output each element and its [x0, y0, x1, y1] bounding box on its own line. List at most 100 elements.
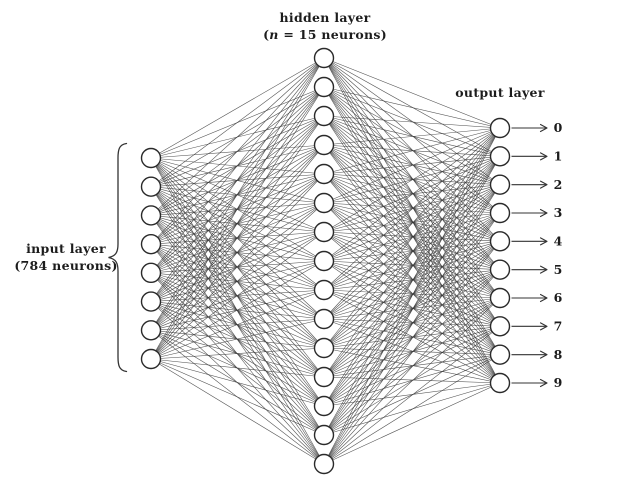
- output-digit-label: 4: [554, 234, 563, 249]
- edge-hidden-output: [323, 382, 501, 465]
- edge-input-hidden: [150, 202, 325, 360]
- edge-hidden-output: [323, 127, 501, 233]
- edge-hidden-output: [323, 289, 501, 299]
- edge-hidden-output: [323, 354, 501, 378]
- edge-hidden-output: [323, 127, 501, 436]
- edge-hidden-output: [323, 382, 501, 407]
- output-arrow-head: [539, 237, 548, 246]
- edge-hidden-output: [323, 115, 501, 129]
- edge-input-hidden: [150, 231, 325, 360]
- edge-hidden-output: [323, 289, 501, 384]
- edge-hidden-output: [323, 318, 501, 327]
- edge-hidden-output: [323, 156, 501, 465]
- edge-hidden-output: [323, 173, 501, 242]
- edge-hidden-output: [323, 173, 501, 214]
- hidden-neuron: [313, 279, 335, 301]
- edge-hidden-output: [323, 202, 501, 299]
- edge-input-hidden: [150, 115, 325, 360]
- input-neuron: [140, 147, 162, 169]
- edge-input-hidden: [150, 144, 325, 360]
- output-neuron: [489, 202, 511, 224]
- output-neuron: [489, 117, 511, 139]
- edge-hidden-output: [323, 347, 501, 384]
- hidden-neuron: [313, 163, 335, 185]
- input-neuron: [140, 262, 162, 284]
- hidden-neuron: [313, 366, 335, 388]
- edge-hidden-output: [323, 289, 501, 327]
- edge-hidden-output: [323, 144, 501, 185]
- output-digit-label: 6: [554, 290, 563, 305]
- output-digit-label: 3: [554, 205, 563, 220]
- edge-input-hidden: [150, 173, 325, 360]
- edge-hidden-output: [323, 127, 501, 465]
- output-arrow-head: [539, 293, 548, 303]
- output-arrow-head: [539, 123, 548, 133]
- input-neuron: [140, 205, 162, 226]
- edge-input-hidden: [150, 347, 325, 360]
- edge-hidden-output: [323, 347, 501, 355]
- edge-hidden-output: [323, 127, 501, 204]
- edge-hidden-output: [323, 127, 501, 175]
- hidden-neuron: [313, 105, 335, 127]
- edge-hidden-output: [323, 173, 501, 299]
- edge-hidden-output: [323, 231, 501, 270]
- output-arrow-head: [539, 322, 548, 331]
- output-neuron: [489, 146, 511, 167]
- output-digit-label: 2: [554, 177, 563, 192]
- input-layer-title: input layer: [26, 241, 106, 256]
- hidden-neuron: [313, 337, 335, 359]
- output-digit-label: 8: [554, 347, 563, 362]
- edge-hidden-output: [323, 326, 501, 465]
- edge-input-hidden: [150, 318, 325, 360]
- hidden-neuron: [313, 308, 335, 330]
- output-neuron: [489, 259, 511, 280]
- edge-hidden-output: [323, 260, 501, 384]
- edge-hidden-output: [323, 318, 501, 355]
- input-layer-label: input layer (784 neurons): [14, 240, 117, 274]
- output-digit-label: 9: [554, 375, 563, 390]
- output-arrow-head: [539, 265, 548, 274]
- edge-hidden-output: [323, 144, 501, 157]
- edge-hidden-output: [323, 202, 501, 270]
- hidden-neuron: [313, 424, 335, 446]
- edge-hidden-output: [323, 144, 501, 270]
- hidden-neuron: [313, 453, 335, 475]
- hidden-neuron: [313, 221, 335, 243]
- edge-hidden-output: [323, 86, 501, 214]
- output-neuron: [489, 316, 511, 337]
- edge-hidden-output: [323, 318, 501, 384]
- edge-hidden-output: [323, 231, 501, 355]
- output-arrow-head: [539, 350, 548, 359]
- edge-hidden-output: [323, 127, 501, 291]
- edge-hidden-output: [323, 127, 501, 378]
- output-layer-label: output layer: [455, 85, 545, 100]
- edge-hidden-output: [323, 202, 501, 242]
- edge-hidden-output: [323, 376, 501, 384]
- edge-hidden-output: [323, 269, 501, 291]
- output-digit-label: 0: [554, 120, 563, 135]
- edge-input-hidden: [150, 57, 325, 302]
- hidden-neuron: [313, 47, 335, 69]
- input-neuron: [140, 348, 162, 370]
- edge-input-hidden: [150, 358, 325, 378]
- edge-hidden-output: [323, 115, 501, 157]
- edge-hidden-output: [323, 297, 501, 465]
- edge-hidden-output: [323, 202, 501, 214]
- edge-input-hidden: [150, 86, 325, 360]
- hidden-neuron: [313, 250, 335, 272]
- edge-hidden-output: [323, 260, 501, 299]
- edge-input-hidden: [150, 358, 325, 407]
- edge-input-hidden: [150, 289, 325, 360]
- output-digit-label: 7: [554, 319, 563, 334]
- hidden-layer-label: hidden layer (n = 15 neurons): [263, 9, 387, 43]
- hidden-sub-prefix: (: [263, 27, 270, 42]
- input-layer-subtitle: (784 neurons): [14, 258, 118, 273]
- edge-hidden-output: [323, 127, 501, 262]
- output-arrow-head: [539, 208, 548, 218]
- edge-hidden-output: [323, 144, 501, 214]
- output-arrow-head: [539, 180, 548, 189]
- edge-hidden-output: [323, 241, 501, 465]
- edge-input-hidden: [150, 260, 325, 360]
- edge-hidden-output: [323, 184, 501, 204]
